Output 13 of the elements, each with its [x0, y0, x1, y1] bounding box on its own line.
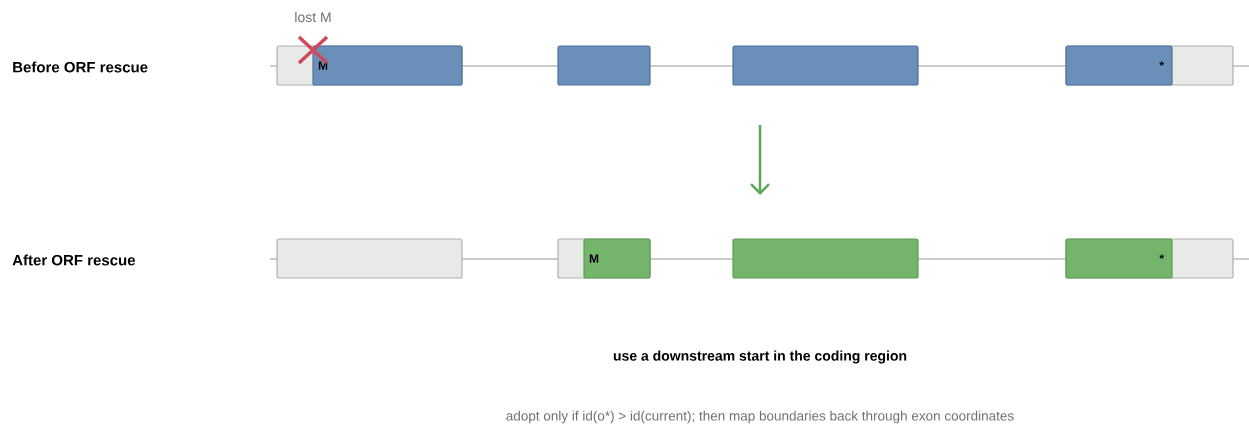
exon-box — [732, 238, 919, 279]
utr-box — [276, 238, 463, 279]
rule-heading: use a downstream start in the coding region — [613, 350, 907, 364]
exon-box: * — [1065, 238, 1173, 279]
row-label: After ORF rescue — [12, 254, 136, 266]
exon-box — [557, 45, 651, 86]
arrow — [750, 125, 770, 195]
exon-box: M — [583, 238, 651, 279]
exon-box: * — [1065, 45, 1173, 86]
lost-label: lost M — [295, 11, 331, 23]
row-label: Before ORF rescue — [13, 61, 148, 73]
exon-box — [732, 45, 919, 86]
rule-note: adopt only if id(o*) > id(current); then map boundaries back through exon coordinates — [506, 410, 1014, 424]
